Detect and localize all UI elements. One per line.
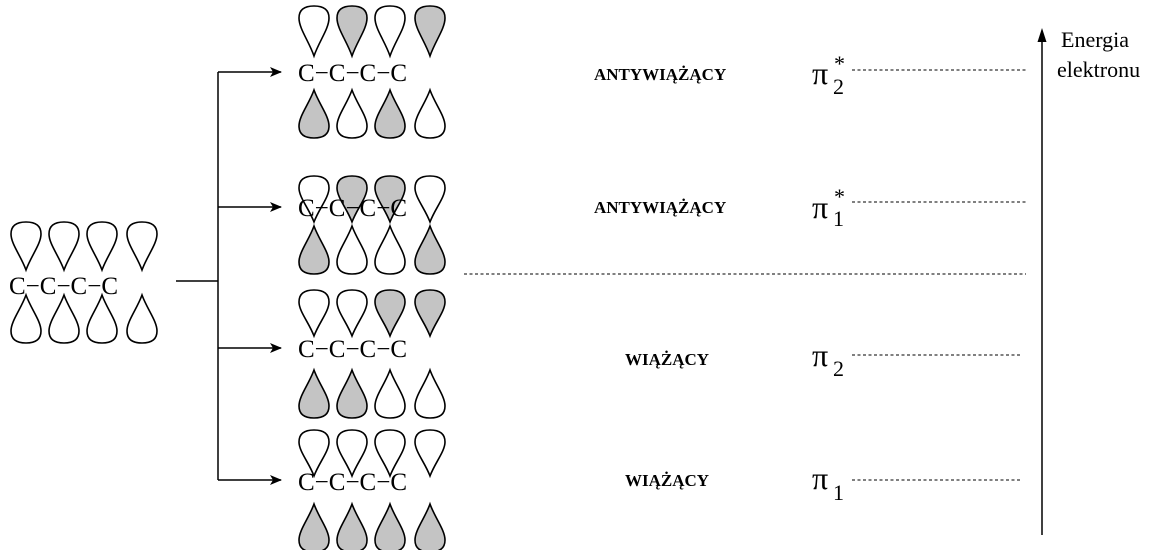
pi2star-bottom-lobe-3 xyxy=(374,87,406,139)
pi2star-top-lobe-4 xyxy=(414,5,446,59)
orbital-row-pi2star: C−C−C−C ANTYWIĄŻĄCY π 2 * xyxy=(298,5,1026,139)
pi2-bottom-lobe-4 xyxy=(414,367,446,419)
pi1star-bottom-lobe-3 xyxy=(374,223,406,275)
energy-axis-label-line1: Energia xyxy=(1061,27,1129,52)
pi1-bottom-lobes xyxy=(298,501,446,550)
pi1star-bottom-lobes xyxy=(298,223,446,275)
branch-connector xyxy=(176,67,282,485)
source-atomic-orbitals: C−C−C−C xyxy=(9,221,158,344)
orbital-row-pi1star: C−C−C−C ANTYWIĄŻĄCY π 1 * xyxy=(298,175,1026,275)
pi1-top-lobe-4 xyxy=(414,429,446,479)
pi2-bottom-lobe-3 xyxy=(374,367,406,419)
pi1star-bottom-lobe-1 xyxy=(298,223,330,275)
pi2-subscript: 2 xyxy=(833,356,844,381)
pi2-bottom-lobe-2 xyxy=(336,367,368,419)
pi1-bottom-lobe-1 xyxy=(298,501,330,550)
pi1-chain-label: C−C−C−C xyxy=(298,469,407,496)
source-top-lobe-2 xyxy=(48,221,80,273)
pi1-bottom-lobe-4 xyxy=(414,501,446,550)
pi1-top-lobe-1 xyxy=(298,429,330,479)
source-top-lobe-3 xyxy=(86,221,118,273)
pi1star-bottom-lobe-4 xyxy=(414,223,446,275)
energy-axis-label-line2: elektronu xyxy=(1057,57,1140,82)
pi2star-type-label: ANTYWIĄŻĄCY xyxy=(594,65,726,84)
pi2star-top-lobes xyxy=(298,5,446,59)
pi1star-top-lobe-2 xyxy=(336,175,368,225)
pi2star-bottom-lobe-1 xyxy=(298,87,330,139)
pi1star-type-label: ANTYWIĄŻĄCY xyxy=(594,198,726,217)
pi1-top-lobe-2 xyxy=(336,429,368,479)
pi1-type-label: WIĄŻĄCY xyxy=(625,471,709,490)
pi2star-top-lobe-1 xyxy=(298,5,330,59)
pi2star-bottom-lobes xyxy=(298,87,446,139)
orbital-row-pi2: C−C−C−C WIĄŻĄCY π 2 xyxy=(298,289,1020,419)
pi1-subscript: 1 xyxy=(833,480,844,505)
source-bottom-lobe-4 xyxy=(126,292,158,344)
pi2-type-label: WIĄŻĄCY xyxy=(625,350,709,369)
pi2star-superscript: * xyxy=(834,51,845,76)
pi2-top-lobe-1 xyxy=(298,289,330,339)
pi1star-top-lobe-4 xyxy=(414,175,446,225)
pi2-top-lobe-3 xyxy=(374,289,406,339)
source-bottom-lobe-1 xyxy=(10,292,42,344)
pi2-symbol: π xyxy=(812,337,828,373)
pi1-bottom-lobe-3 xyxy=(374,501,406,550)
pi1star-chain-label: C−C−C−C xyxy=(298,195,407,222)
pi2-chain-label: C−C−C−C xyxy=(298,336,407,363)
pi2-bottom-lobes xyxy=(298,367,446,419)
pi2star-top-lobe-3 xyxy=(374,5,406,59)
pi1-bottom-lobe-2 xyxy=(336,501,368,550)
source-bottom-lobe-3 xyxy=(86,292,118,344)
pi2star-subscript: 2 xyxy=(833,74,844,99)
pi1-top-lobes xyxy=(298,429,446,479)
pi1-pi: π xyxy=(812,460,828,496)
energy-axis-arrowhead xyxy=(1037,28,1047,42)
pi2star-symbol: π xyxy=(812,55,828,91)
pi1star-top-lobe-1 xyxy=(298,175,330,225)
pi2star-top-lobe-2 xyxy=(336,5,368,59)
energy-axis: Energia elektronu xyxy=(1037,27,1140,535)
source-bottom-lobes xyxy=(10,292,158,344)
pi2-top-lobes xyxy=(298,289,446,339)
pi2star-bottom-lobe-2 xyxy=(336,87,368,139)
source-top-lobes xyxy=(10,221,158,273)
pi2-bottom-lobe-1 xyxy=(298,367,330,419)
pi2star-chain-label: C−C−C−C xyxy=(298,60,407,87)
orbital-row-pi1: C−C−C−C WIĄŻĄCY π 1 xyxy=(298,429,1020,550)
source-bottom-lobe-2 xyxy=(48,292,80,344)
pi1star-top-lobes xyxy=(298,175,446,225)
pi1star-subscript: 1 xyxy=(833,206,844,231)
pi2star-bottom-lobe-4 xyxy=(414,87,446,139)
pi1star-bottom-lobe-2 xyxy=(336,223,368,275)
pi2-top-lobe-2 xyxy=(336,289,368,339)
pi2-pi: π xyxy=(812,337,828,373)
pi1star-pi: π xyxy=(812,189,828,225)
pi1star-symbol: π xyxy=(812,189,828,225)
pi1-top-lobe-3 xyxy=(374,429,406,479)
pi1star-top-lobe-3 xyxy=(374,175,406,225)
pi2-top-lobe-4 xyxy=(414,289,446,339)
pi2star-pi: π xyxy=(812,55,828,91)
pi1-symbol: π xyxy=(812,460,828,496)
source-top-lobe-4 xyxy=(126,221,158,273)
source-top-lobe-1 xyxy=(10,221,42,273)
pi1star-superscript: * xyxy=(834,184,845,209)
